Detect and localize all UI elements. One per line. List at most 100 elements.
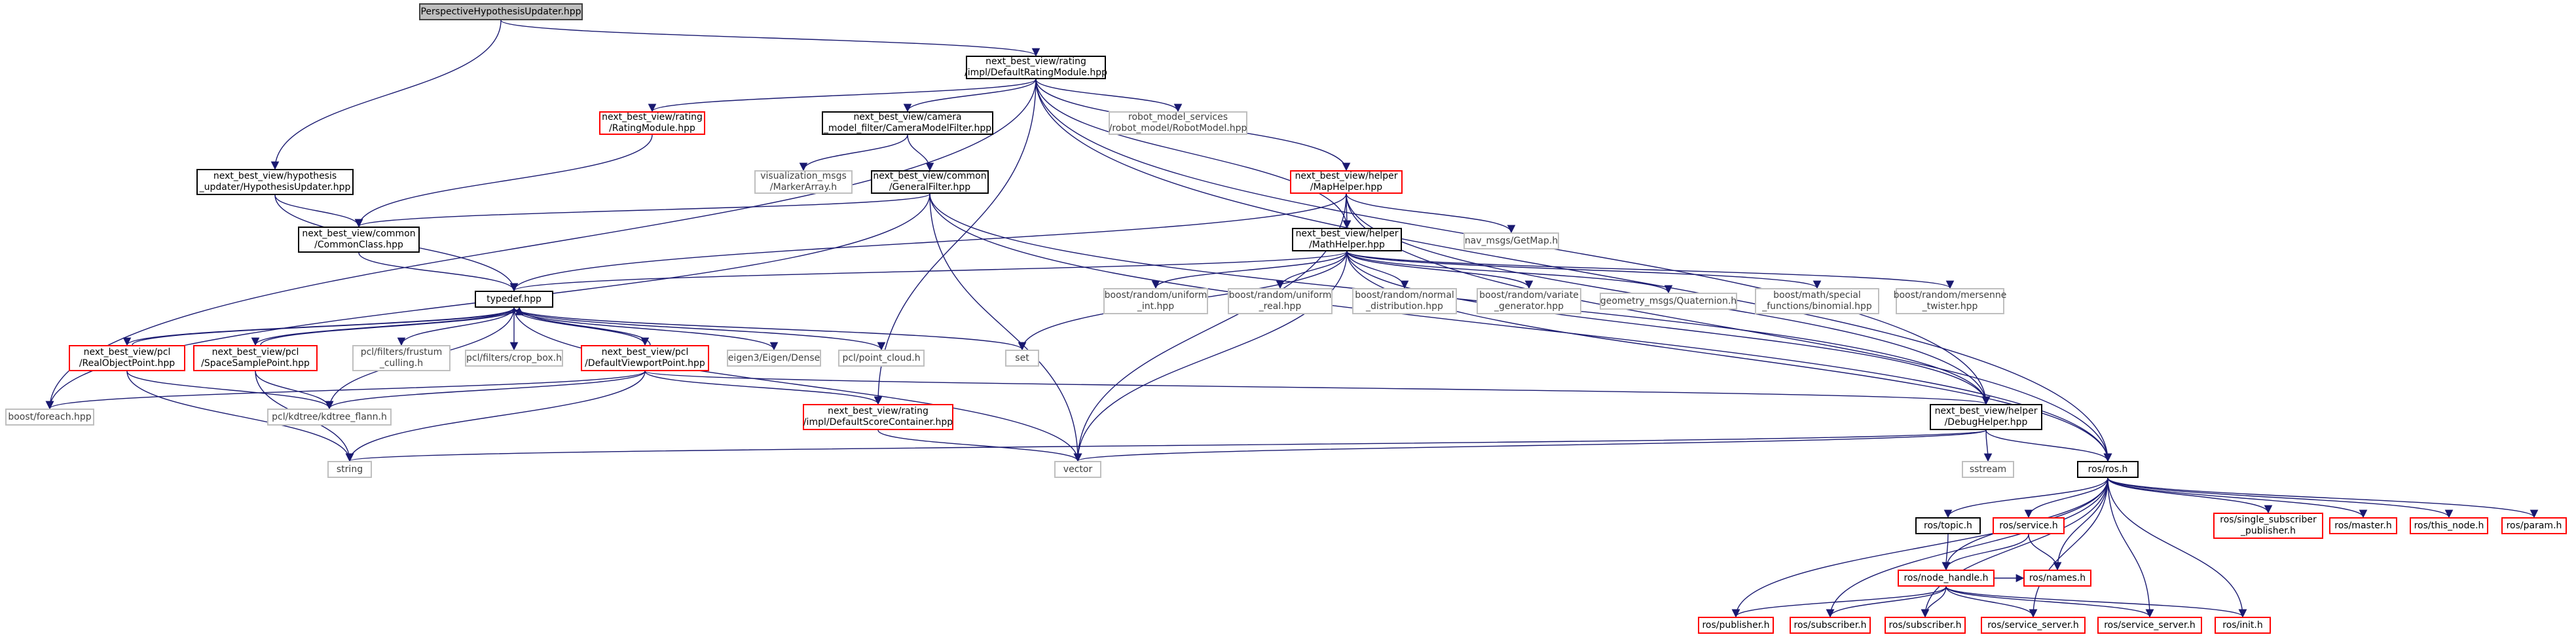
node-ros-service-server-b[interactable]: ros/service_server.h	[2097, 617, 2202, 634]
edge-root-to-hypothesis_updater	[270, 20, 502, 170]
node-vector: vector	[1054, 461, 1101, 478]
edge-debug_helper-to-ros	[1985, 429, 2112, 462]
edge-ros-to-this_node	[2107, 477, 2454, 519]
edge-typedef-to-frustum_culling	[397, 307, 515, 346]
edge-math_helper-to-normal_dist	[1346, 251, 1409, 289]
node-frustum-culling: pcl/filters/frustum _culling.h	[352, 345, 451, 371]
node-kdtree-flann: pcl/kdtree/kdtree_flann.h	[267, 409, 392, 426]
node-default-score-container[interactable]: next_best_view/rating /impl/DefaultScore…	[803, 404, 953, 430]
node-ros[interactable]: ros/ros.h	[2077, 461, 2139, 478]
edge-default_viewport-to-string	[345, 371, 646, 462]
edge-default_rating_module-to-boost_foreach	[45, 79, 1037, 410]
edge-default_rating_module-to-rating_module	[648, 79, 1037, 113]
edge-default_rating_module-to-robot_model	[1035, 79, 1183, 113]
edge-math_helper-to-variate_gen	[1346, 251, 1534, 289]
edge-default_rating_module-to-math_helper	[1035, 79, 1352, 229]
node-point-cloud: pcl/point_cloud.h	[838, 350, 925, 367]
edge-default_rating_module-to-camera_model_filter	[903, 79, 1037, 113]
edge-ros-to-service	[2024, 477, 2108, 519]
edge-camera_model_filter-to-general_filter	[907, 134, 934, 172]
node-ros-publisher[interactable]: ros/publisher.h	[1698, 617, 1774, 634]
node-get-map: nav_msgs/GetMap.h	[1463, 232, 1559, 249]
node-mersenne-twister: boost/random/mersenne _twister.hpp	[1894, 288, 2006, 314]
node-uniform-int: boost/random/uniform _int.hpp	[1103, 288, 1208, 314]
edge-typedef-to-set	[513, 307, 1027, 351]
edge-debug_helper-to-string	[346, 429, 1987, 462]
node-map-helper[interactable]: next_best_view/helper /MapHelper.hpp	[1290, 170, 1403, 194]
edge-math_helper-to-debug_helper	[1346, 251, 1991, 405]
node-string: string	[327, 461, 372, 478]
edge-default_viewport-to-boost_foreach	[46, 371, 646, 410]
node-ros-subscriber-a[interactable]: ros/subscriber.h	[1790, 617, 1871, 634]
edge-ros-to-master	[2107, 477, 2368, 519]
node-ros-subscriber-b[interactable]: ros/subscriber.h	[1885, 617, 1966, 634]
edge-service-to-node_handle	[1941, 534, 2029, 571]
edge-ros-to-init	[2107, 477, 2247, 618]
edge-node_handle-to-service_server_b	[1945, 586, 2154, 618]
node-hypothesis-updater[interactable]: next_best_view/hypothesis _updater/Hypot…	[196, 169, 354, 195]
edge-real_object_point-to-kdtree	[126, 371, 334, 410]
edge-space_sample_point-to-kdtree	[255, 371, 334, 410]
edge-default_viewport-to-debug_helper	[644, 371, 1990, 405]
node-default-rating-module[interactable]: next_best_view/rating /impl/DefaultRatin…	[964, 56, 1108, 79]
edge-default_rating_module-to-ros	[1035, 79, 2112, 462]
edge-map_helper-to-typedef	[509, 193, 1347, 292]
node-ros-service[interactable]: ros/service.h	[1993, 517, 2065, 534]
edge-hypothesis_updater-to-common_class	[274, 194, 363, 228]
edge-camera_model_filter-to-marker_array	[799, 134, 908, 172]
node-debug-helper[interactable]: next_best_view/helper /DebugHelper.hpp	[1930, 404, 2042, 430]
edge-ros-to-topic	[1943, 477, 2108, 519]
edge-ros-to-service_server_a	[2029, 477, 2108, 618]
node-space-sample-point[interactable]: next_best_view/pcl /SpaceSamplePoint.hpp	[193, 345, 318, 371]
node-typedef[interactable]: typedef.hpp	[475, 291, 553, 308]
node-ros-single-subscriber-publisher[interactable]: ros/single_subscriber _publisher.h	[2213, 513, 2323, 539]
edge-map_helper-to-get_map	[1346, 193, 1516, 234]
edge-ros-to-publisher	[1731, 477, 2108, 618]
edge-debug_helper-to-sstream	[1983, 429, 1993, 462]
node-robot-model: robot_model_services /robot_model/RobotM…	[1109, 111, 1247, 135]
node-common-class[interactable]: next_best_view/common /CommonClass.hpp	[298, 227, 420, 253]
edge-math_helper-to-binomial	[1346, 251, 1822, 289]
edge-general_filter-to-common_class	[355, 193, 930, 228]
node-general-filter[interactable]: next_best_view/common /GeneralFilter.hpp	[871, 170, 989, 194]
node-variate-generator: boost/random/variate _generator.hpp	[1477, 288, 1581, 314]
edge-ros-to-param	[2107, 477, 2539, 519]
edge-space_sample_point-to-typedef	[260, 306, 524, 346]
node-boost-foreach: boost/foreach.hpp	[5, 409, 94, 426]
edge-node_handle-to-subscriber_b	[1921, 586, 1947, 618]
node-set: set	[1005, 350, 1039, 367]
node-ros-service-server-a[interactable]: ros/service_server.h	[1981, 617, 2086, 634]
node-binomial: boost/math/special _functions/binomial.h…	[1755, 288, 1879, 314]
node-ros-this-node[interactable]: ros/this_node.h	[2410, 517, 2488, 534]
edge-typedef-to-default_viewport	[513, 307, 650, 346]
edge-default_viewport-to-typedef	[515, 306, 651, 346]
node-marker-array: visualization_msgs /MarkerArray.h	[754, 170, 853, 194]
node-ros-names[interactable]: ros/names.h	[2023, 570, 2091, 587]
node-crop-box: pcl/filters/crop_box.h	[465, 350, 563, 367]
node-real-object-point[interactable]: next_best_view/pcl /RealObjectPoint.hpp	[69, 345, 185, 371]
edge-node_handle-to-subscriber_a	[1826, 586, 1947, 618]
node-default-viewport-point[interactable]: next_best_view/pcl /DefaultViewportPoint…	[581, 345, 709, 371]
edge-typedef-to-eigen_dense	[513, 307, 779, 351]
node-rating-module[interactable]: next_best_view/rating /RatingModule.hpp	[599, 111, 705, 135]
node-math-helper[interactable]: next_best_view/helper /MathHelper.hpp	[1292, 228, 1402, 251]
node-ros-node-handle[interactable]: ros/node_handle.h	[1898, 570, 1995, 587]
edge-node_handle-to-service_server_a	[1945, 586, 2038, 618]
edge-node_handle-to-init	[1945, 586, 2247, 618]
node-ros-topic[interactable]: ros/topic.h	[1915, 517, 1981, 534]
edge-service-to-names	[2028, 534, 2062, 571]
edge-math_helper-to-typedef	[510, 251, 1348, 292]
edge-root-to-default_rating_module	[500, 20, 1040, 57]
node-ros-init[interactable]: ros/init.h	[2215, 617, 2271, 634]
node-camera-model-filter[interactable]: next_best_view/camera _model_filter/Came…	[822, 111, 993, 135]
edge-node_handle-to-publisher	[1731, 586, 1947, 618]
node-ros-param[interactable]: ros/param.h	[2501, 517, 2567, 534]
edge-real_object_point-to-string	[126, 371, 354, 462]
edge-math_helper-to-uniform_int	[1151, 251, 1348, 289]
edge-common_class-to-typedef	[358, 252, 519, 292]
node-uniform-real: boost/random/uniform _real.hpp	[1228, 288, 1333, 314]
edge-general_filter-to-vector	[929, 193, 1082, 462]
node-ros-master[interactable]: ros/master.h	[2329, 517, 2397, 534]
